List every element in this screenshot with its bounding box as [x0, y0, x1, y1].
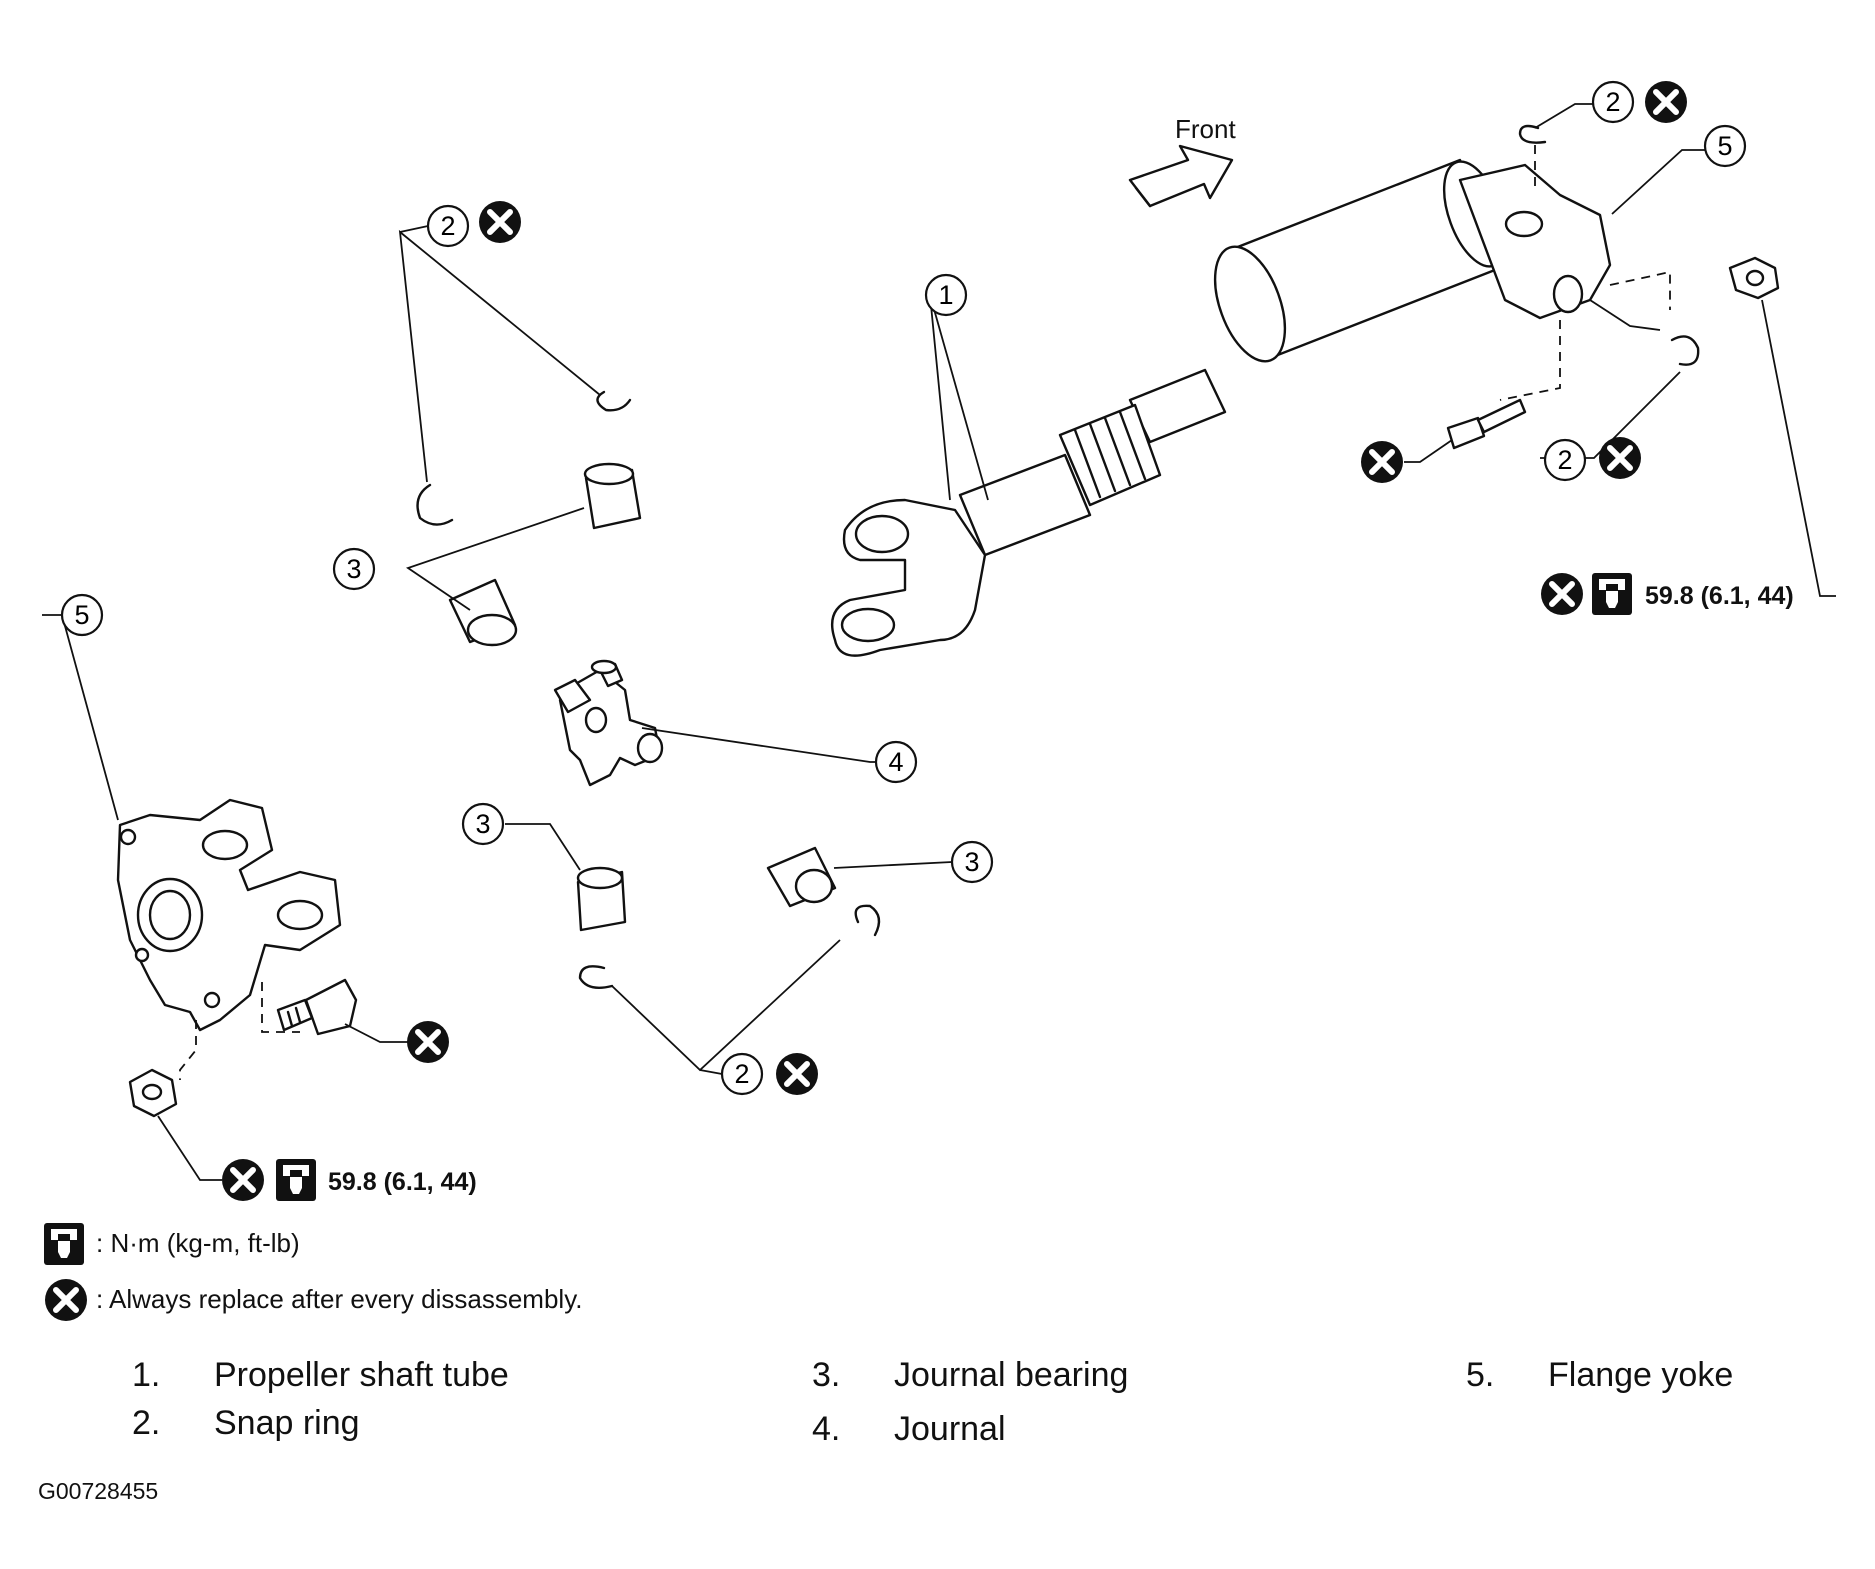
journal-bearing-lower-right [766, 846, 837, 908]
flange-yoke-left [116, 798, 342, 1032]
parts-list-number: 4. [812, 1410, 841, 1448]
replace-always-icon [1361, 441, 1403, 483]
callout-flange-yoke: 5 [1703, 124, 1747, 168]
svg-text:3: 3 [964, 847, 979, 877]
snap-ring-lower-left [578, 965, 614, 989]
snap-ring-lower-right [854, 904, 881, 937]
replace-always-icon [776, 1053, 818, 1095]
replace-always-icon [45, 1279, 87, 1321]
callout-journal: 4 [874, 740, 918, 784]
torque-value: 59.8 (6.1, 44) [1645, 582, 1794, 610]
figure-id: G00728455 [38, 1478, 159, 1504]
parts-list-name: Propeller shaft tube [214, 1356, 509, 1394]
callout-snap-ring: 2 [720, 1052, 764, 1096]
snap-ring-upper-right-2 [1670, 335, 1700, 366]
front-direction-arrow: Front [1128, 114, 1236, 208]
callout-journal-bearing: 3 [332, 547, 376, 591]
snap-ring-top-left [416, 483, 454, 526]
svg-text:2: 2 [1557, 445, 1572, 475]
propeller-shaft-assembly [830, 158, 1780, 657]
legend-replace-note: : Always replace after every dissassembl… [96, 1284, 583, 1314]
svg-text:3: 3 [475, 809, 490, 839]
parts-list-name: Snap ring [214, 1404, 360, 1442]
torque-wrench-icon [276, 1159, 316, 1201]
svg-text:4: 4 [888, 747, 903, 777]
svg-text:2: 2 [1605, 87, 1620, 117]
callout-shaft-tube: 1 [924, 273, 989, 501]
svg-text:3: 3 [346, 554, 361, 584]
parts-list-number: 5. [1466, 1356, 1495, 1394]
snap-ring-upper-right-1 [1518, 124, 1547, 144]
callout-snap-ring: 2 [1543, 438, 1587, 482]
journal-cross [553, 659, 664, 787]
callout-journal-bearing: 3 [461, 802, 505, 846]
svg-text:5: 5 [74, 600, 89, 630]
torque-value: 59.8 (6.1, 44) [328, 1168, 477, 1196]
front-label: Front [1175, 114, 1236, 144]
journal-bearing-top [583, 462, 642, 530]
callout-snap-ring: 2 [426, 204, 470, 248]
parts-list-number: 3. [812, 1356, 841, 1394]
svg-text:2: 2 [440, 211, 455, 241]
replace-always-icon [1541, 573, 1583, 615]
journal-bearing-mid [448, 578, 518, 647]
replace-always-icon [407, 1021, 449, 1063]
callout-journal-bearing: 3 [950, 840, 994, 884]
torque-wrench-icon [1592, 573, 1632, 615]
journal-bearing-lower-left [576, 866, 627, 932]
parts-list-number: 2. [132, 1404, 161, 1442]
parts-list-name: Journal bearing [894, 1356, 1129, 1394]
snap-ring-top-right [596, 390, 632, 412]
callout-snap-ring: 2 [1591, 80, 1635, 124]
svg-text:1: 1 [938, 280, 953, 310]
replace-always-icon [1599, 437, 1641, 479]
nut-left [128, 1068, 178, 1118]
torque-wrench-icon [44, 1223, 84, 1265]
parts-list-name: Flange yoke [1548, 1356, 1734, 1394]
callout-flange-yoke: 5 [60, 593, 104, 637]
replace-always-icon [222, 1159, 264, 1201]
parts-list-name: Journal [894, 1410, 1006, 1448]
svg-text:5: 5 [1717, 131, 1732, 161]
replace-always-icon [479, 201, 521, 243]
replace-always-icon [1645, 81, 1687, 123]
legend-torque-unit: : N·m (kg-m, ft-lb) [96, 1228, 300, 1258]
parts-list-number: 1. [132, 1356, 161, 1394]
bolt-left [276, 978, 358, 1036]
svg-text:2: 2 [734, 1059, 749, 1089]
